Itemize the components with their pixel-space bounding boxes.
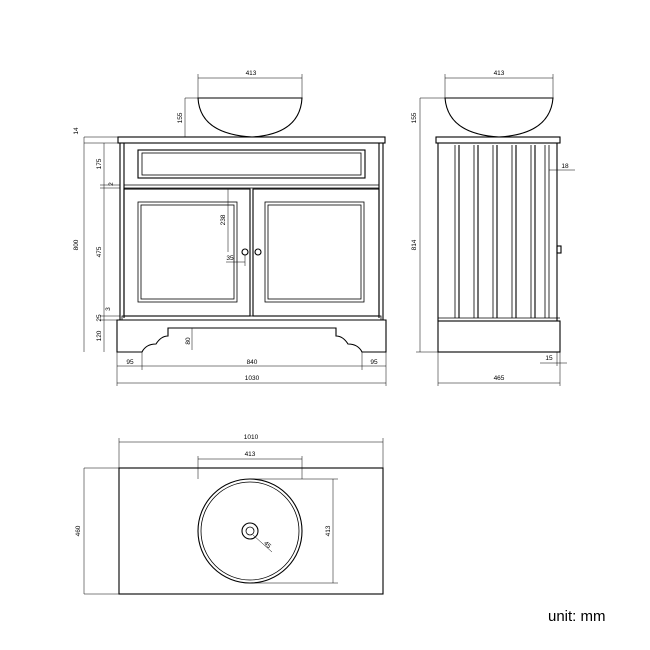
dim-basin-height-side: 155 <box>411 112 418 123</box>
top-countertop <box>118 467 384 595</box>
unit-label: unit: mm <box>548 608 606 625</box>
top-view: 45 1010 413 413 460 <box>75 434 384 595</box>
front-countertop <box>117 136 386 144</box>
front-knob-left <box>241 248 249 256</box>
dim-top-basin-width: 413 <box>245 451 256 458</box>
front-door-left-panel <box>137 201 238 303</box>
dim-basin-width-side: 413 <box>494 70 505 77</box>
dim-basin-height-front: 155 <box>177 112 184 123</box>
dim-frame-bottom: 25 <box>96 314 103 322</box>
dim-middle-span: 840 <box>247 359 258 366</box>
side-countertop <box>435 136 561 144</box>
front-carcass <box>119 143 384 320</box>
front-drawer <box>137 149 366 179</box>
dim-plinth-cutout: 80 <box>185 337 192 345</box>
side-knob <box>556 245 562 254</box>
dim-front-width: 1030 <box>245 375 260 382</box>
dim-basin-width-front: 413 <box>246 70 257 77</box>
top-basin-inner <box>200 481 300 581</box>
dim-side-depth: 465 <box>494 375 505 382</box>
dim-top-depth: 460 <box>75 525 82 536</box>
dim-gap: 2 <box>108 182 115 186</box>
dim-top-basin-depth: 413 <box>325 525 332 536</box>
dim-top-width: 1010 <box>244 434 259 441</box>
side-plinth <box>437 320 561 353</box>
front-plinth <box>116 319 387 353</box>
dim-door-panel-height: 238 <box>220 214 227 225</box>
front-drawer-inner <box>141 152 362 176</box>
dim-plinth-height: 120 <box>96 330 103 341</box>
top-waste-inner <box>245 526 255 536</box>
front-door-right-panel <box>264 201 365 303</box>
front-door-right <box>252 188 380 317</box>
front-door-left-panel-inner <box>140 204 235 300</box>
dim-side-toe: 15 <box>545 355 553 362</box>
dim-door-to-plinth-gap: 3 <box>105 307 112 311</box>
dim-side-left: 95 <box>126 359 134 366</box>
side-basin-bowl <box>444 97 554 138</box>
dim-side-height: 814 <box>411 239 418 250</box>
front-door-right-panel-inner <box>267 204 362 300</box>
dim-top-thickness: 14 <box>73 127 80 135</box>
front-door-left <box>123 188 251 317</box>
front-plinth-top <box>121 315 382 321</box>
front-view: 413 155 14 800 175 2 475 3 25 120 238 35… <box>73 70 387 386</box>
front-knob-right <box>254 248 262 256</box>
dim-drawer-height: 175 <box>96 158 103 169</box>
dim-door-height: 475 <box>96 246 103 257</box>
dim-side-right: 95 <box>370 359 378 366</box>
top-basin-outer <box>197 478 303 584</box>
side-tongue-groove-panels <box>454 145 550 318</box>
dim-waste-diameter: 45 <box>262 540 272 550</box>
top-waste-outer <box>241 522 259 540</box>
front-basin-bowl <box>197 97 303 138</box>
side-carcass <box>437 143 558 321</box>
dim-side-panel-depth: 18 <box>561 163 569 170</box>
side-view: 413 155 814 18 15 465 <box>411 70 575 386</box>
dim-knob-offset: 35 <box>226 255 234 262</box>
dim-overall-height: 800 <box>73 239 80 250</box>
